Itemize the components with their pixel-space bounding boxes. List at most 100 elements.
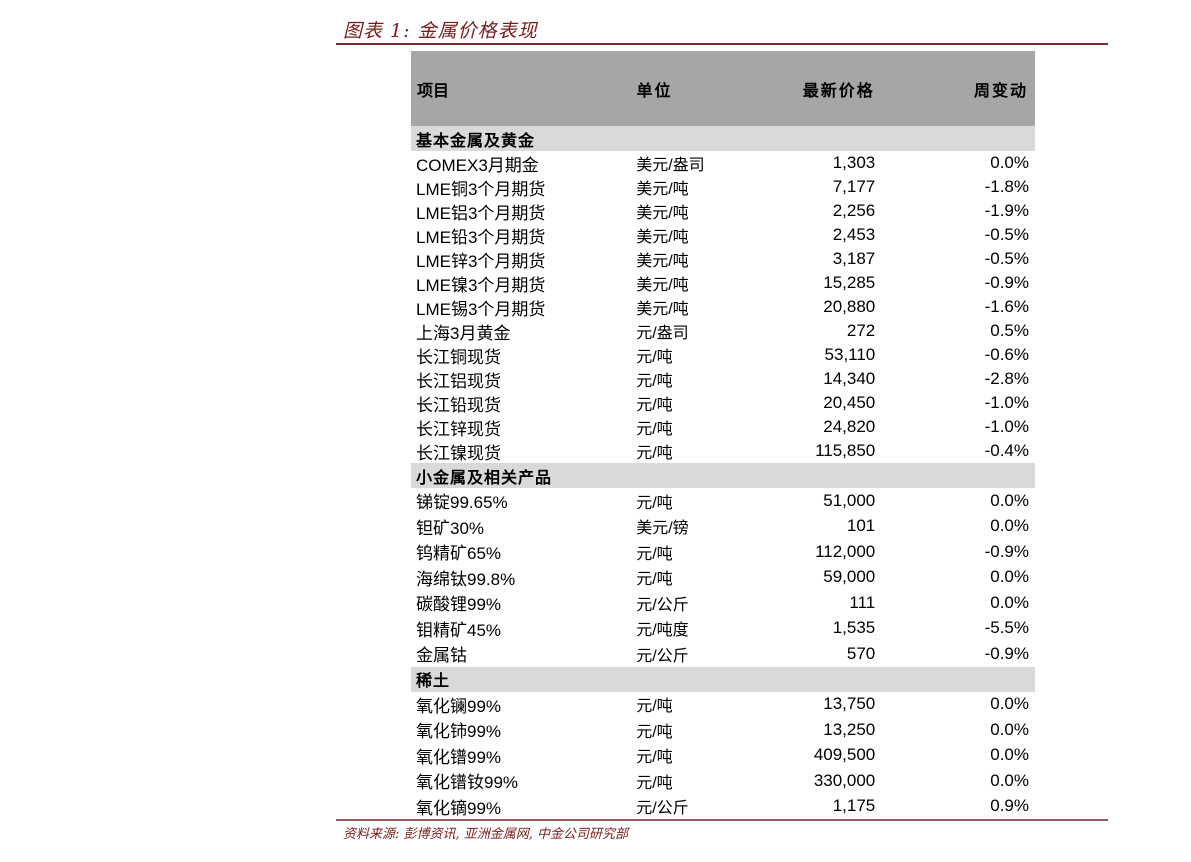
price-cell: 24,820 [823, 417, 876, 436]
price-cell: 2,453 [832, 225, 876, 244]
item-cell: COMEX3月期金 [416, 155, 539, 175]
price-cell: 115,850 [815, 441, 876, 460]
item-cell: LME铅3个月期货 [416, 227, 546, 247]
change-cell: -0.9% [984, 541, 1029, 561]
item-cell: 氧化镨99% [416, 747, 502, 767]
change-cell: -0.9% [984, 273, 1029, 292]
source-note: 资料来源: 彭博资讯, 亚洲金属网, 中金公司研究部 [343, 827, 629, 842]
table-row: 氧化镧99% 元/吨 13,750 0.0% [411, 692, 1035, 718]
price-cell: 409,500 [813, 745, 876, 765]
unit-cell: 美元/吨 [636, 277, 689, 294]
unit-cell: 元/公斤 [636, 800, 689, 818]
unit-cell: 元/公斤 [636, 647, 689, 665]
unit-cell: 元/吨度 [636, 622, 689, 640]
price-cell: 13,750 [823, 694, 876, 714]
unit-cell: 元/吨 [636, 774, 673, 792]
table-header: 项目 单位 最新价格 周变动 [411, 51, 1035, 126]
table-row: 长江铜现货 元/吨 53,110 -0.6% [411, 343, 1035, 367]
section-header-row: 基本金属及黄金 [411, 126, 1035, 151]
price-cell: 570 [846, 643, 876, 663]
item-cell: 钽矿30% [416, 518, 485, 538]
item-cell: 长江铜现货 [416, 347, 501, 367]
item-cell: 锑锭99.65% [416, 493, 508, 513]
price-cell: 51,000 [823, 490, 876, 510]
unit-cell: 美元/吨 [636, 253, 689, 270]
price-cell: 59,000 [823, 567, 876, 587]
change-cell: 0.0% [990, 516, 1029, 536]
unit-cell: 美元/吨 [636, 229, 689, 246]
unit-cell: 元/吨 [636, 723, 673, 741]
unit-cell: 美元/镑 [636, 520, 689, 538]
change-cell: -1.0% [984, 417, 1029, 436]
price-cell: 14,340 [823, 369, 876, 388]
price-cell: 1,175 [832, 796, 876, 816]
table-row: 金属钴 元/公斤 570 -0.9% [411, 641, 1035, 667]
unit-cell: 元/吨 [636, 494, 673, 512]
change-cell: 0.0% [990, 490, 1029, 510]
price-cell: 330,000 [813, 770, 876, 790]
unit-cell: 元/吨 [636, 349, 673, 366]
price-cell: 112,000 [815, 541, 876, 561]
item-cell: LME铝3个月期货 [416, 203, 546, 223]
price-cell: 15,285 [823, 273, 876, 292]
change-cell: 0.0% [990, 694, 1029, 714]
unit-cell: 美元/吨 [636, 205, 689, 222]
change-cell: -0.5% [984, 249, 1029, 268]
item-cell: 长江铅现货 [416, 395, 501, 415]
header-unit: 单位 [636, 80, 673, 100]
change-cell: 0.0% [990, 770, 1029, 790]
unit-cell: 美元/吨 [636, 181, 689, 198]
price-cell: 53,110 [824, 345, 876, 364]
price-cell: 2,256 [832, 201, 876, 220]
change-cell: -0.6% [984, 345, 1029, 364]
item-cell: 碳酸锂99% [416, 595, 502, 615]
unit-cell: 美元/盎司 [636, 157, 705, 174]
item-cell: 氧化镧99% [416, 696, 502, 716]
header-item: 项目 [417, 80, 450, 100]
price-cell: 1,535 [832, 618, 876, 638]
bottom-rule-divider [336, 819, 1108, 821]
table-row: COMEX3月期金 美元/盎司 1,303 0.0% [411, 151, 1035, 175]
top-rule-divider [336, 43, 1108, 45]
table-row: 锑锭99.65% 元/吨 51,000 0.0% [411, 488, 1035, 514]
unit-cell: 元/吨 [636, 698, 673, 716]
item-cell: 氧化铈99% [416, 722, 502, 742]
item-cell: 金属钴 [416, 646, 467, 666]
change-cell: -0.9% [984, 643, 1029, 663]
change-cell: 0.0% [990, 567, 1029, 587]
item-cell: 长江镍现货 [416, 443, 501, 463]
unit-cell: 美元/吨 [636, 301, 689, 318]
figure-title: 图表 1: 金属价格表现 [343, 20, 538, 42]
unit-cell: 元/公斤 [636, 596, 689, 614]
change-cell: 0.0% [990, 153, 1029, 172]
change-cell: -1.8% [984, 177, 1029, 196]
unit-cell: 元/吨 [636, 397, 673, 414]
price-cell: 20,450 [823, 393, 876, 412]
section-header-row: 小金属及相关产品 [411, 463, 1035, 488]
change-cell: -2.8% [984, 369, 1029, 388]
price-cell: 13,250 [823, 719, 876, 739]
unit-cell: 元/吨 [636, 571, 673, 589]
price-cell: 1,303 [832, 153, 876, 172]
change-cell: 0.0% [990, 592, 1029, 612]
header-price: 最新价格 [802, 80, 875, 100]
change-cell: 0.0% [990, 745, 1029, 765]
item-cell: LME锡3个月期货 [416, 299, 546, 319]
price-cell: 272 [846, 321, 876, 340]
